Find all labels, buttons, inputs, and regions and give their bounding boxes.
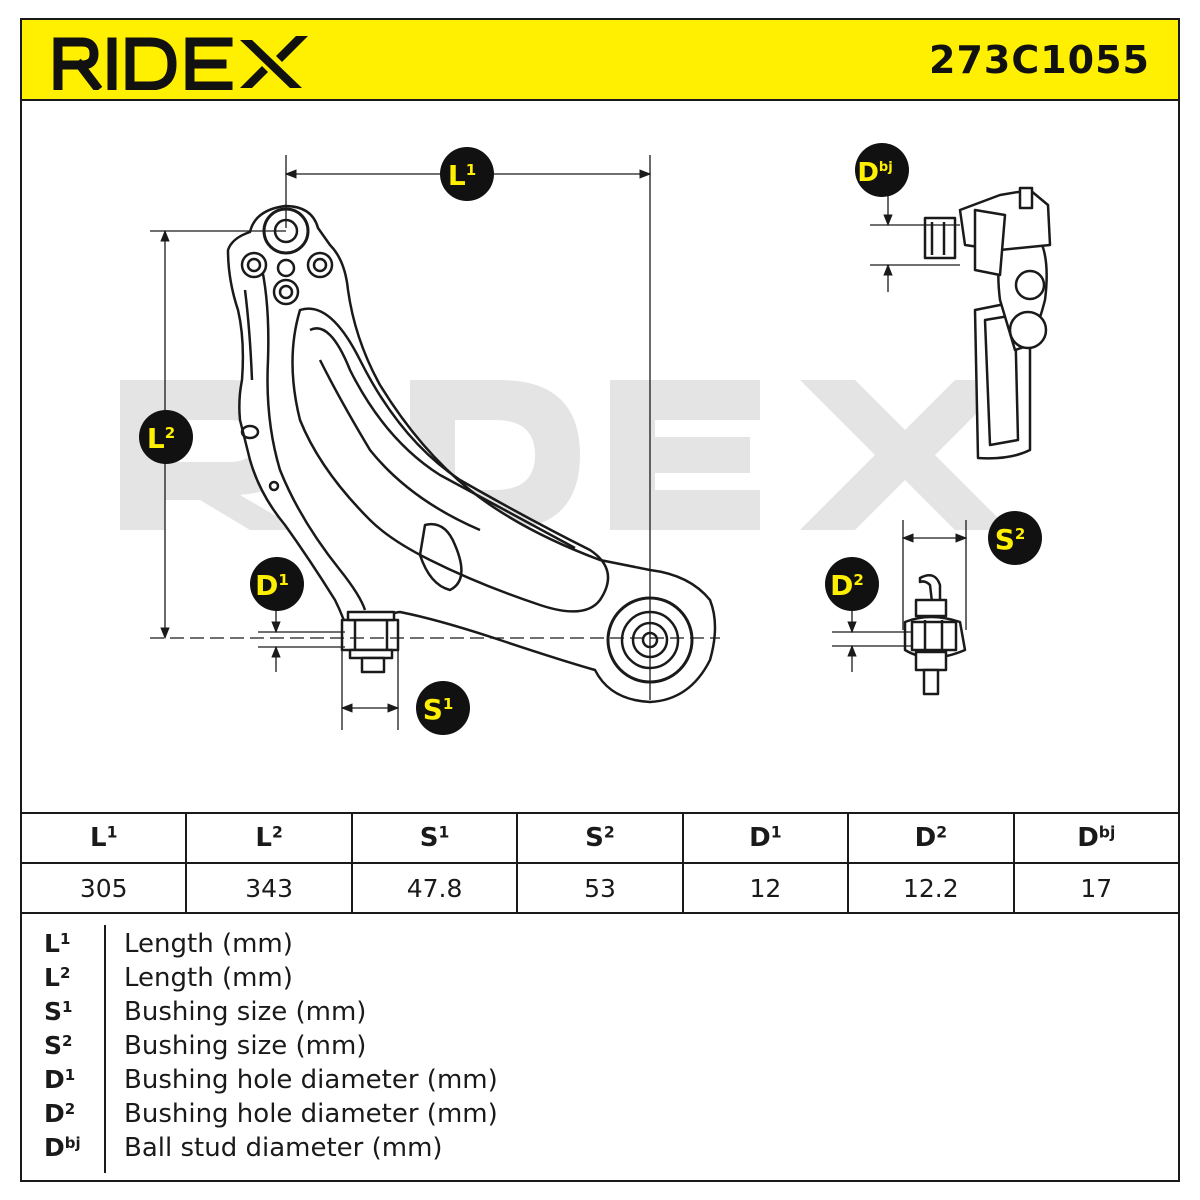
spec-value-L1: 305 (19, 862, 188, 914)
spec-value-D1: 12 (681, 862, 850, 914)
svg-text:L2: L2 (147, 422, 175, 455)
legend-description: Length (mm) (124, 963, 293, 993)
ball-joint-dimension (870, 195, 960, 292)
technical-diagram: L1 L2 D1 S1 Dbj S2 D2 (120, 143, 1052, 735)
legend-item-D2: D2 Bushing hole diameter (mm) (20, 1099, 1180, 1133)
ridex-logo (53, 36, 308, 90)
legend-symbol: L1 (44, 929, 71, 958)
legend-description: Ball stud diameter (mm) (124, 1133, 443, 1163)
svg-text:D1: D1 (255, 569, 289, 602)
legend-item-D1: D1 Bushing hole diameter (mm) (20, 1065, 1180, 1099)
spec-header-L1: L1 (19, 812, 188, 864)
bushing-dimension (832, 520, 968, 672)
legend-item-L2: L2 Length (mm) (20, 963, 1180, 997)
legend-symbol: Dbj (44, 1133, 81, 1162)
legend-symbol: D2 (44, 1099, 76, 1128)
legend-item-S1: S1 Bushing size (mm) (20, 997, 1180, 1031)
legend: L1 Length (mm) L2 Length (mm) S1 Bushing… (20, 913, 1180, 1182)
legend-item-Dbj: Dbj Ball stud diameter (mm) (20, 1133, 1180, 1167)
ball-joint-side-view (923, 186, 1052, 460)
spec-value-S2: 53 (516, 862, 684, 914)
legend-item-L1: L1 Length (mm) (20, 929, 1180, 963)
spec-value-S1: 47.8 (350, 862, 519, 914)
spec-value-L2: 343 (185, 862, 353, 914)
legend-description: Bushing size (mm) (124, 997, 367, 1027)
spec-header-D2: D2 (847, 812, 1015, 864)
spec-header-S1: S1 (350, 812, 519, 864)
spec-value-Dbj: 17 (1012, 862, 1181, 914)
badge-D2: D2 (825, 557, 879, 611)
legend-symbol: S1 (44, 997, 73, 1026)
legend-description: Bushing hole diameter (mm) (124, 1099, 498, 1129)
svg-text:D2: D2 (830, 569, 864, 602)
control-arm-drawing (226, 204, 717, 704)
spec-table-value-row: 305 343 47.8 53 12 12.2 17 (19, 862, 1181, 914)
header-bar: 273C1055 (20, 18, 1180, 101)
badge-Dbj: Dbj (855, 143, 909, 197)
spec-header-D1: D1 (681, 812, 850, 864)
svg-text:Dbj: Dbj (857, 158, 892, 188)
bushing-side-view (903, 573, 967, 696)
spec-value-D2: 12.2 (847, 862, 1015, 914)
legend-item-S2: S2 Bushing size (mm) (20, 1031, 1180, 1065)
spec-header-L2: L2 (185, 812, 353, 864)
spec-table-header-row: L1 L2 S1 S2 D1 D2 Dbj (19, 812, 1181, 864)
spec-table: L1 L2 S1 S2 D1 D2 Dbj 305 343 47.8 53 12… (19, 812, 1181, 914)
badge-S2: S2 (988, 511, 1042, 565)
badge-L1: L1 (440, 147, 494, 201)
legend-symbol: S2 (44, 1031, 73, 1060)
badge-L2: L2 (139, 410, 193, 464)
legend-description: Bushing size (mm) (124, 1031, 367, 1061)
svg-text:S2: S2 (995, 523, 1026, 556)
legend-divider (104, 925, 106, 1173)
part-number: 273C1055 (929, 38, 1150, 82)
legend-description: Bushing hole diameter (mm) (124, 1065, 498, 1095)
legend-symbol: D1 (44, 1065, 76, 1094)
spec-header-Dbj: Dbj (1012, 812, 1181, 864)
badge-D1: D1 (250, 557, 304, 611)
svg-text:L1: L1 (448, 159, 476, 192)
svg-text:S1: S1 (423, 693, 454, 726)
legend-description: Length (mm) (124, 929, 293, 959)
badge-S1: S1 (416, 681, 470, 735)
legend-symbol: L2 (44, 963, 71, 992)
spec-header-S2: S2 (516, 812, 684, 864)
